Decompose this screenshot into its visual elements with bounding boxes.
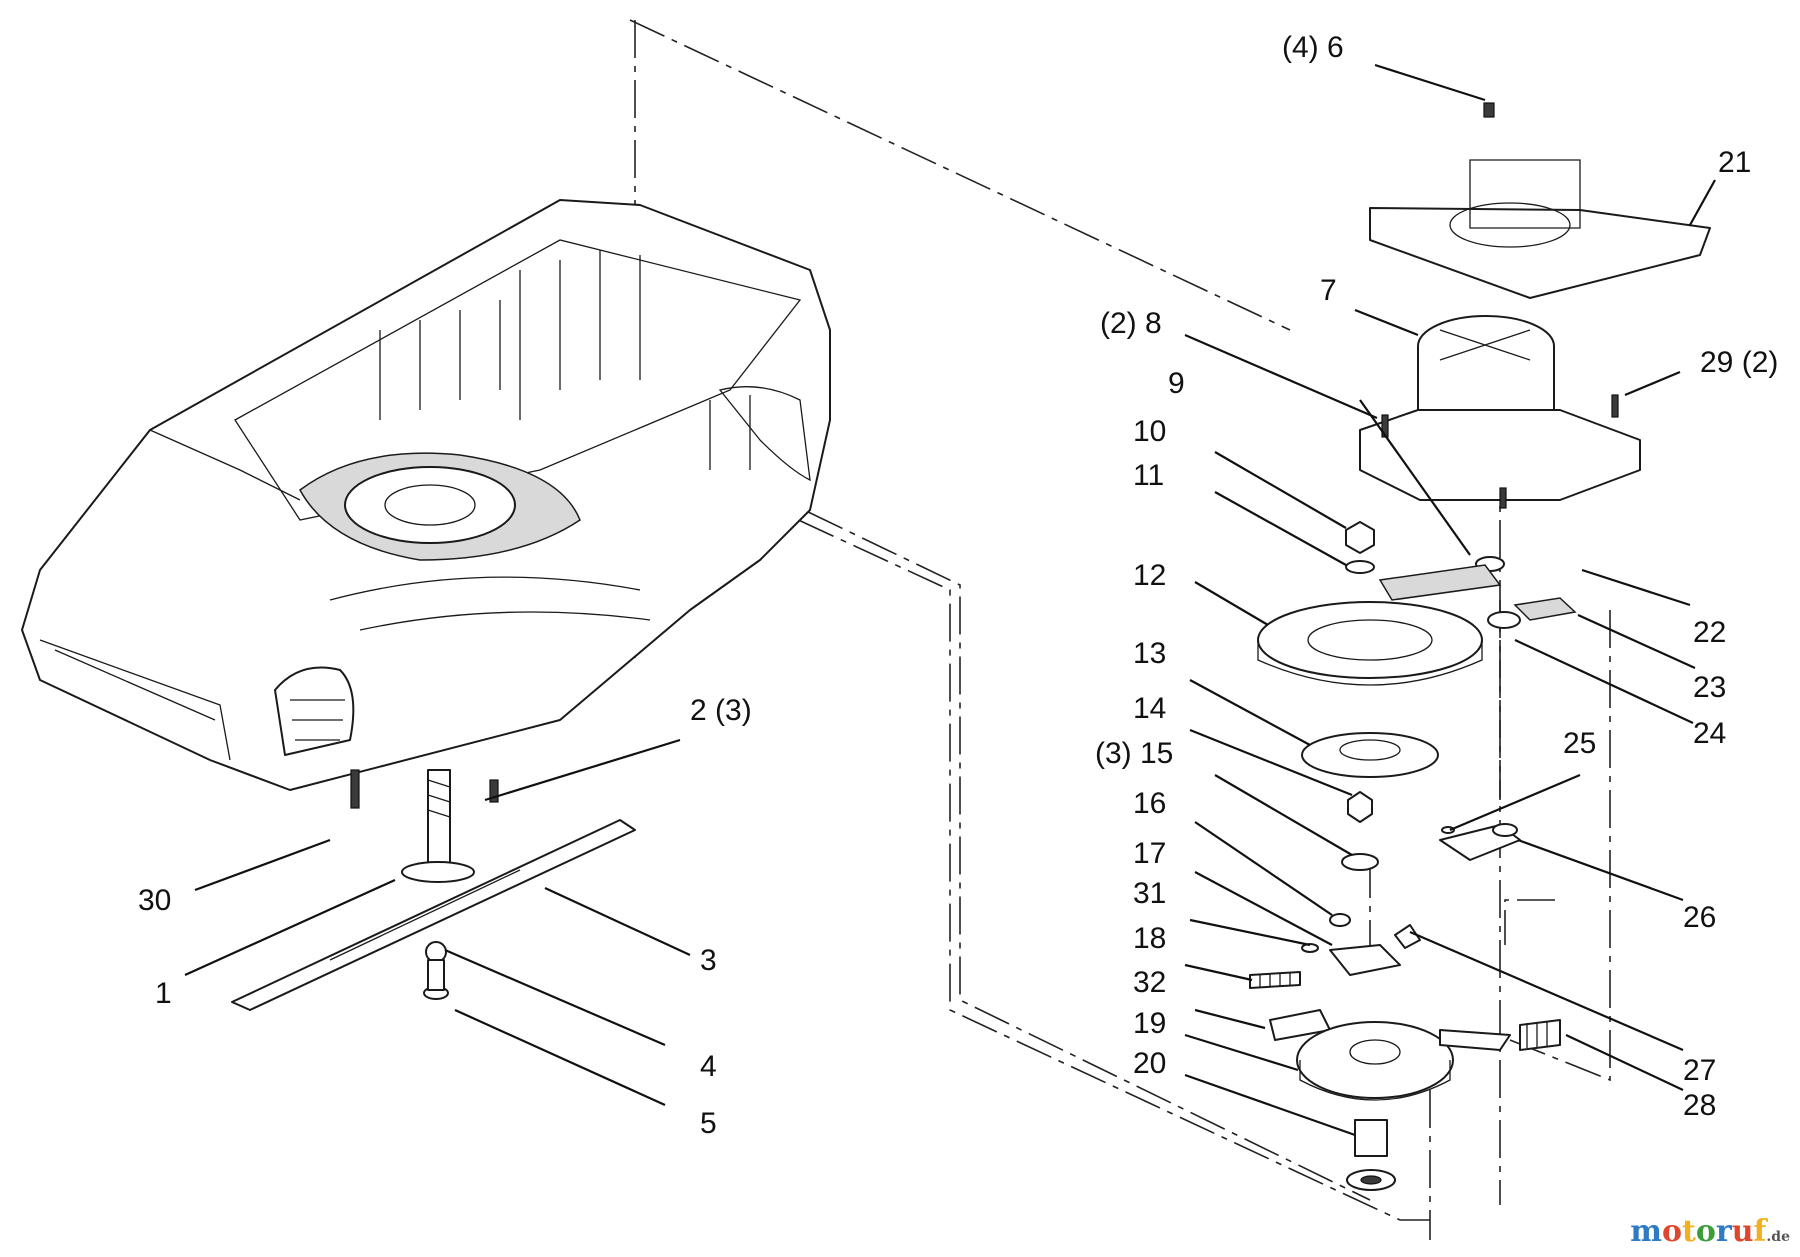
callout-31: 31	[1133, 877, 1166, 910]
callout-20: 20	[1133, 1047, 1166, 1080]
callout-9: 9	[1168, 367, 1185, 400]
callout-11: 11	[1133, 459, 1164, 492]
watermark-text: motoruf	[1630, 1214, 1767, 1249]
pulley-assembly	[1257, 521, 1577, 871]
callout-32: 32	[1133, 966, 1166, 999]
callout-24: 24	[1693, 717, 1726, 750]
watermark-logo: motoruf.de	[1630, 1214, 1790, 1249]
callout-16: 16	[1133, 787, 1166, 820]
callout-27: 27	[1683, 1054, 1716, 1087]
callout-15: (3) 15	[1095, 737, 1173, 770]
callout-28: 28	[1683, 1089, 1716, 1122]
callout-17: 17	[1133, 837, 1166, 870]
watermark-suffix: .de	[1766, 1229, 1790, 1245]
callout-18: 18	[1133, 922, 1166, 955]
callout-8: (2) 8	[1100, 307, 1162, 340]
leader-lines	[184, 63, 1716, 1137]
callout-23: 23	[1693, 671, 1726, 704]
assembly-guide-lines	[629, 19, 1611, 1240]
callout-3: 3	[700, 944, 717, 977]
callout-30: 30	[138, 884, 171, 917]
callout-10: 10	[1133, 415, 1166, 448]
callout-21: 21	[1718, 146, 1751, 179]
callout-labels: 1 2 (3) 3 4 5 (4) 6 7 (2) 8 9 10 11 12 1…	[138, 31, 1778, 1140]
callout-29: 29 (2)	[1700, 346, 1778, 379]
callout-26: 26	[1683, 901, 1716, 934]
brake-clutch-assembly	[1249, 823, 1561, 1191]
callout-2: 2 (3)	[690, 694, 752, 727]
callout-13: 13	[1133, 637, 1166, 670]
motor-assembly	[1359, 315, 1641, 509]
callout-5: 5	[700, 1107, 717, 1140]
callout-25: 25	[1563, 727, 1596, 760]
callout-1: 1	[155, 977, 172, 1010]
mower-deck-housing	[21, 199, 831, 791]
callout-4: 4	[700, 1050, 717, 1083]
callout-12: 12	[1133, 559, 1166, 592]
callout-19: 19	[1133, 1007, 1166, 1040]
callout-14: 14	[1133, 692, 1166, 725]
top-cover-plate	[1369, 102, 1711, 299]
callout-22: 22	[1693, 616, 1726, 649]
callout-6: (4) 6	[1282, 31, 1344, 64]
callout-7: 7	[1320, 274, 1337, 307]
blade-assembly	[231, 769, 636, 1011]
